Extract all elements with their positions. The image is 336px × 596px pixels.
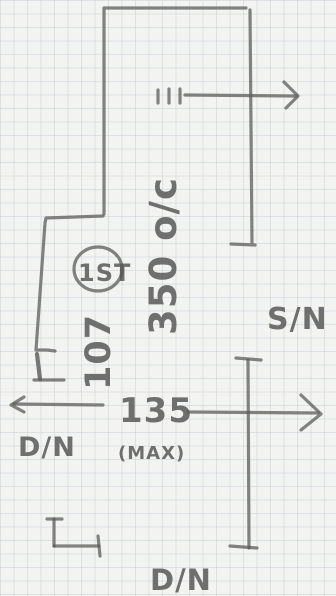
upper-arrow-line [183,93,298,98]
left-step-outline [34,214,105,353]
first-floor-circle [72,245,124,293]
left-arrow-line [12,402,105,407]
upper-stair-outline [102,6,257,247]
bottom-direction-label: D/N [150,563,212,596]
lower-arrow-line [186,410,320,415]
first-floor-label: 1ST [78,259,131,287]
first-step-stroke [34,351,43,382]
span-note-label: (MAX) [118,443,185,464]
lower-stair-right-side [246,358,251,550]
bottom-left-step-end [96,534,102,558]
span-dimension-label: 135 [119,391,193,431]
left-direction-label: D/N [18,432,76,463]
lower-arrow-head [299,393,323,432]
upper-arrow-head [282,80,300,110]
main-dimension-label: 350 o/c [142,177,185,335]
left-arrow-head [9,395,26,414]
lower-stair-bottom [228,544,259,550]
first-step-dimension-label: 107 [79,314,119,390]
upper-direction-label: S/N [267,302,328,337]
